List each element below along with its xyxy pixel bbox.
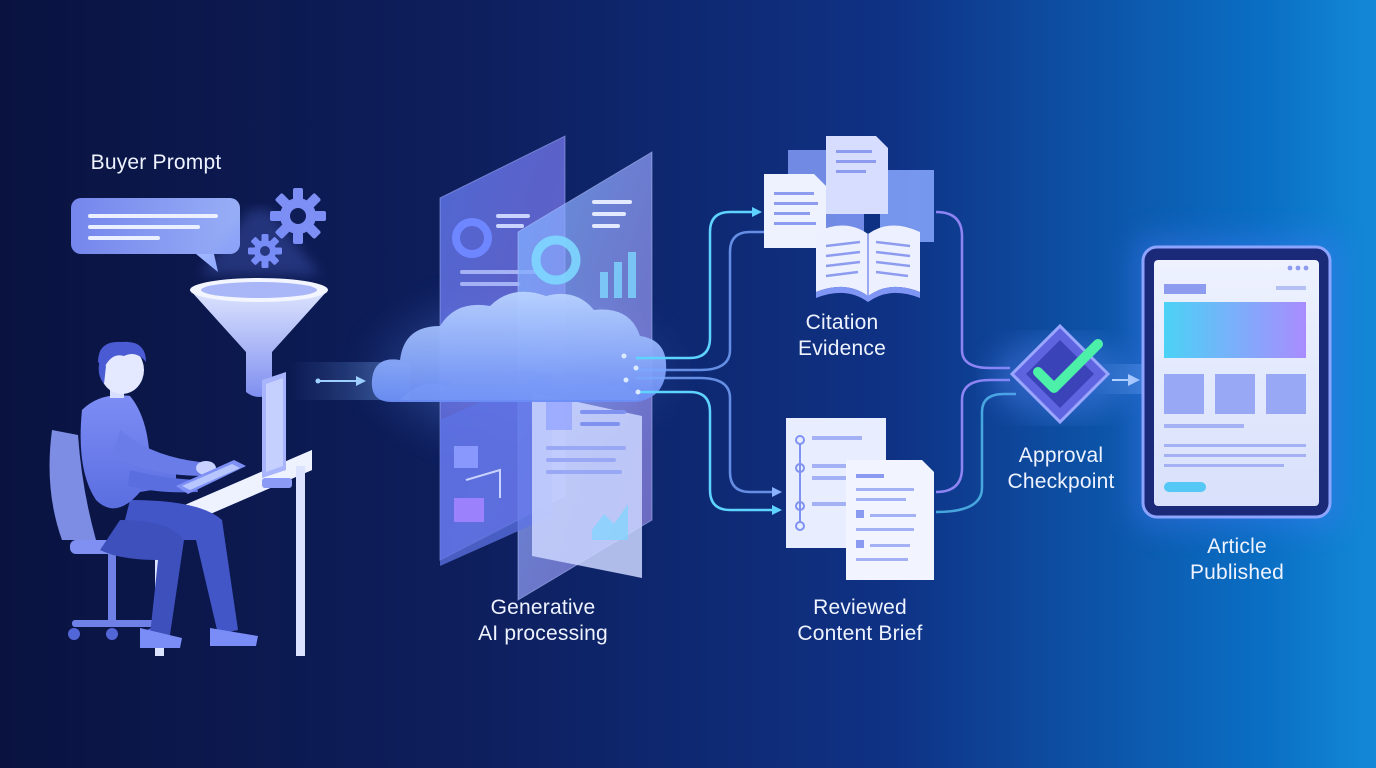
- citation-evidence-label: Citation Evidence: [770, 310, 914, 362]
- buyer-prompt-label: Buyer Prompt: [70, 150, 242, 176]
- checkmark-icon: [1033, 339, 1103, 393]
- open-book-icon: [816, 225, 920, 302]
- reviewed-brief-line1: Reviewed: [813, 596, 907, 619]
- tablet-icon: [1141, 245, 1332, 519]
- article-published-label: Article Published: [1172, 534, 1302, 586]
- buyer-prompt-text: Buyer Prompt: [90, 151, 222, 174]
- article-line2: Published: [1189, 561, 1285, 584]
- approval-line2: Checkpoint: [1007, 470, 1115, 493]
- reviewed-brief-line2: Content Brief: [797, 622, 923, 645]
- generative-ai-line2: AI processing: [478, 622, 608, 645]
- floating-data-panels: [439, 135, 653, 601]
- funnel-icon: [190, 278, 328, 397]
- reviewed-brief-label: Reviewed Content Brief: [770, 595, 950, 647]
- citation-evidence-line1: Citation: [805, 311, 879, 334]
- generative-ai-line1: Generative: [490, 596, 596, 619]
- document-icon: [786, 418, 934, 580]
- cloud-icon: [371, 291, 667, 402]
- article-line1: Article: [1207, 535, 1267, 558]
- chat-bubble-icon: [71, 198, 240, 272]
- approval-checkpoint-label: Approval Checkpoint: [992, 443, 1130, 495]
- approval-line1: Approval: [1018, 444, 1104, 467]
- person-at-desk-icon: [49, 341, 312, 656]
- flow-connectors: [935, 210, 1016, 514]
- flow-connectors: [636, 210, 772, 512]
- approval-shield: [1009, 323, 1111, 425]
- citation-evidence-line2: Evidence: [798, 337, 886, 360]
- generative-ai-label: Generative AI processing: [443, 595, 643, 647]
